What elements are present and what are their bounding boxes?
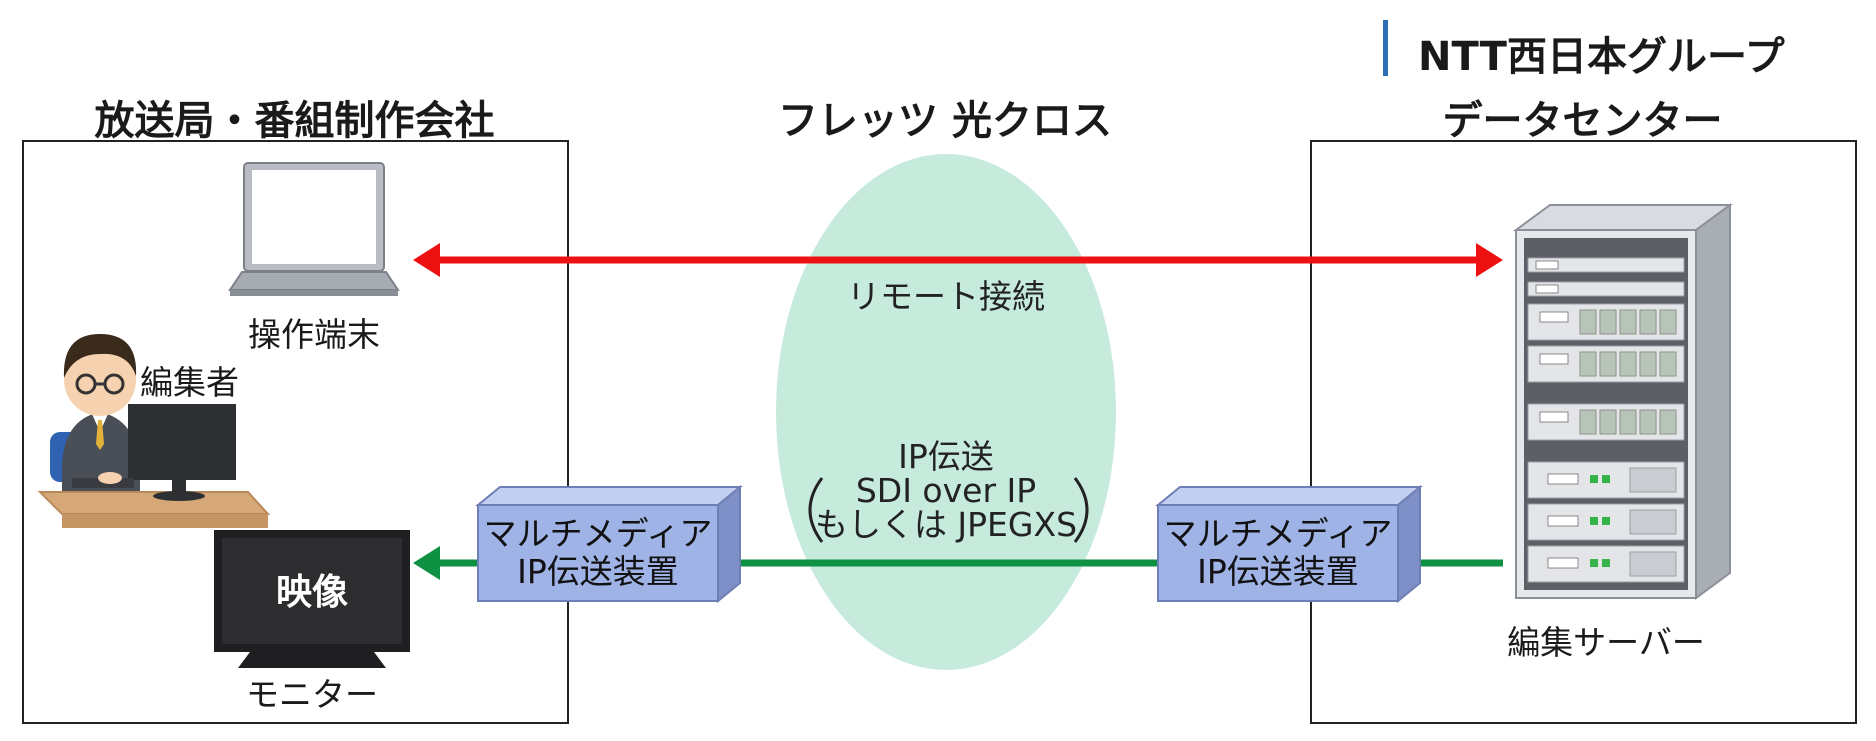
server-slot bbox=[1539, 311, 1569, 323]
server-drive-bay bbox=[1619, 409, 1637, 435]
server-drive-bay bbox=[1579, 409, 1597, 435]
left-device-label-line1: マルチメディア bbox=[484, 514, 713, 553]
paren-left bbox=[808, 477, 824, 543]
server-slot bbox=[1535, 284, 1559, 294]
server-drive-bay bbox=[1639, 409, 1657, 435]
ip-transmission-line bbox=[413, 546, 1503, 580]
remote-connection-label: リモート接続 bbox=[847, 277, 1045, 316]
right-site-title: データセンター bbox=[1442, 98, 1723, 144]
server-drive-bay bbox=[1579, 309, 1597, 335]
server-vent bbox=[1629, 467, 1677, 493]
server-drive-bay bbox=[1659, 351, 1677, 377]
server-slot bbox=[1539, 353, 1569, 365]
right-device-label-line2: IP伝送装置 bbox=[1197, 552, 1359, 591]
right-device-label-line1: マルチメディア bbox=[1164, 514, 1393, 553]
server-slot bbox=[1535, 260, 1559, 270]
server-units bbox=[1527, 257, 1685, 583]
server-label: 編集サーバー bbox=[1507, 623, 1705, 662]
terminal-label: 操作端末 bbox=[248, 315, 380, 354]
server-drive-bay bbox=[1639, 351, 1657, 377]
editor-person-icon bbox=[37, 334, 271, 528]
ip-protocol-label: SDI over IP bbox=[856, 471, 1036, 510]
ip-alt-protocol-label: もしくは JPEGXS bbox=[815, 505, 1077, 544]
server-vent bbox=[1629, 551, 1677, 577]
server-drive-bay bbox=[1599, 409, 1617, 435]
left-site-title: 放送局・番組制作会社 bbox=[94, 98, 495, 144]
server-drive-bay bbox=[1639, 309, 1657, 335]
network-cloud bbox=[776, 154, 1116, 670]
server-slot bbox=[1539, 411, 1569, 423]
paren-right bbox=[1073, 477, 1089, 543]
server-vent bbox=[1629, 509, 1677, 535]
editor-label: 編集者 bbox=[140, 363, 239, 402]
remote-connection-arrow bbox=[413, 243, 1503, 277]
right-ip-device bbox=[1155, 484, 1423, 604]
server-led bbox=[1590, 475, 1598, 483]
server-drive-bay bbox=[1619, 309, 1637, 335]
server-led bbox=[1602, 559, 1610, 567]
server-led bbox=[1602, 475, 1610, 483]
server-drive-bay bbox=[1579, 351, 1597, 377]
server-slot bbox=[1547, 473, 1579, 485]
server-unit bbox=[1527, 281, 1685, 297]
server-led bbox=[1590, 559, 1598, 567]
monitor-icon bbox=[214, 530, 410, 668]
server-led bbox=[1602, 517, 1610, 525]
left-device-label-line2: IP伝送装置 bbox=[517, 552, 679, 591]
server-drive-bay bbox=[1619, 351, 1637, 377]
server-unit bbox=[1527, 257, 1685, 273]
brand-bar bbox=[1383, 20, 1388, 76]
brand-name: NTT西日本グループ bbox=[1418, 34, 1785, 80]
server-led bbox=[1590, 517, 1598, 525]
server-slot bbox=[1547, 557, 1579, 569]
server-drive-bay bbox=[1599, 309, 1617, 335]
server-drive-bay bbox=[1599, 351, 1617, 377]
left-ip-device bbox=[475, 484, 743, 604]
network-title: フレッツ 光クロス bbox=[778, 98, 1112, 144]
server-drive-bay bbox=[1659, 309, 1677, 335]
ip-transmission-label: IP伝送 bbox=[898, 437, 994, 476]
laptop-icon bbox=[228, 162, 400, 296]
server-drive-bay bbox=[1659, 409, 1677, 435]
server-slot bbox=[1547, 515, 1579, 527]
monitor-label: モニター bbox=[246, 675, 378, 714]
monitor-screen-text: 映像 bbox=[276, 572, 348, 613]
